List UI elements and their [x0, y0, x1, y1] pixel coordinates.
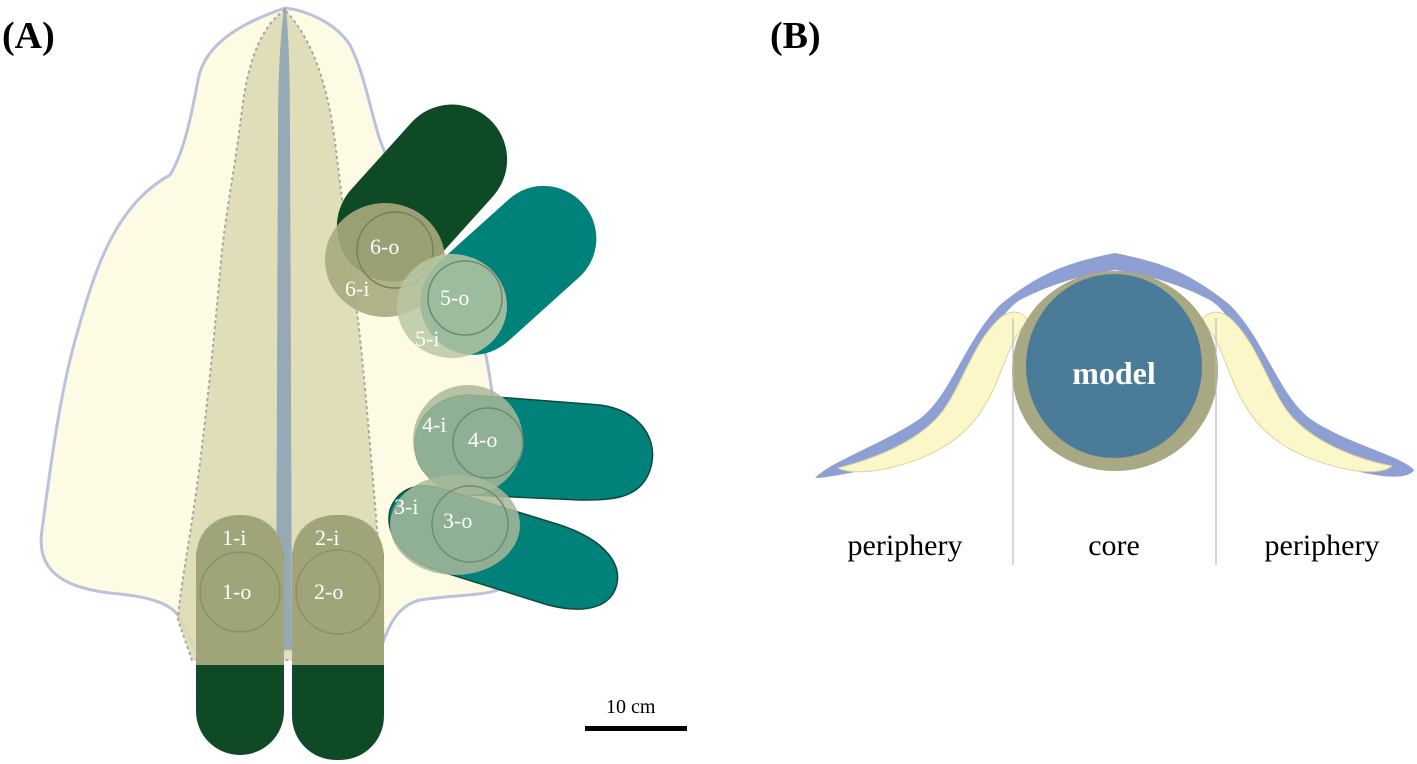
- pad-1-outer-label: 1-o: [222, 579, 251, 604]
- model-label: model: [1072, 355, 1156, 391]
- panel-a-label: (A): [2, 15, 55, 57]
- pad-2-outer-label: 2-o: [314, 579, 343, 604]
- pad-5-inner-label: 5-i: [415, 326, 439, 351]
- scale-bar: [585, 726, 687, 731]
- region-center-label: core: [1088, 529, 1140, 562]
- pad-3-inner-label: 3-i: [394, 494, 418, 519]
- region-right-label: periphery: [1265, 529, 1380, 562]
- region-left-label: periphery: [848, 529, 963, 562]
- pad-6-inner-label: 6-i: [345, 276, 369, 301]
- pad-2-inner-label: 2-i: [315, 525, 339, 550]
- pad-1: [196, 515, 284, 755]
- panel-b-label: (B): [770, 15, 821, 57]
- pad-3-outer-label: 3-o: [443, 508, 472, 533]
- pad-4-inner-label: 4-i: [422, 412, 446, 437]
- pad-5-outer-label: 5-o: [440, 285, 469, 310]
- pad-5: [397, 185, 597, 358]
- pad-6-outer-label: 6-o: [370, 234, 399, 259]
- pad-3: [388, 475, 619, 610]
- spine: [276, 8, 292, 650]
- scale-bar-label: 10 cm: [606, 696, 656, 718]
- pad-2: [292, 515, 384, 760]
- pad-4: [413, 385, 654, 501]
- pad-1-inner-label: 1-i: [222, 525, 246, 550]
- model-body: [1026, 274, 1202, 458]
- pad-4-outer-label: 4-o: [468, 427, 497, 452]
